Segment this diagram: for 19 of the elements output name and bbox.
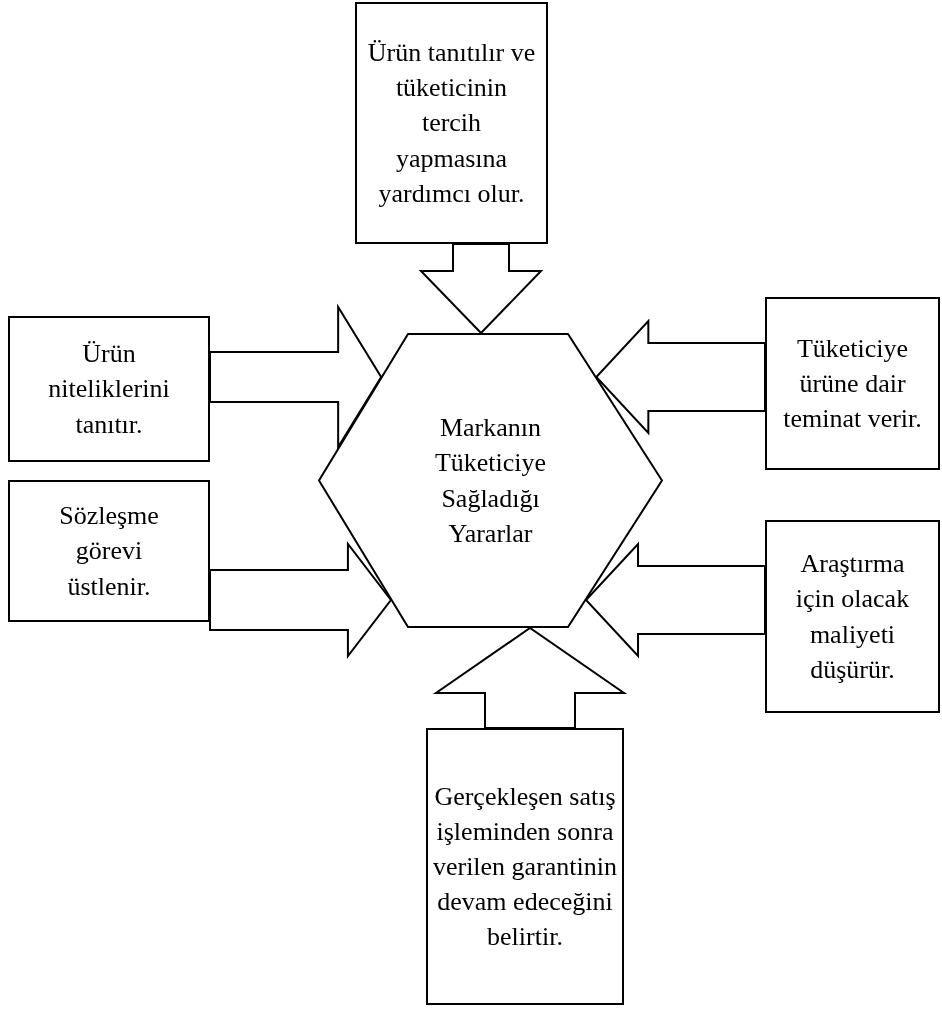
callout-box — [8, 316, 210, 462]
box-text: Sözleşme görevi üstlenir. — [58, 500, 160, 603]
box-text: Ürün tanıtılır ve tüketicinin tercih yapmasına yardımcı olur. — [366, 37, 537, 210]
callout-box — [8, 480, 210, 622]
callout-box — [765, 297, 940, 470]
box-text: Tüketiciye ürüne dair teminat verir. — [783, 332, 922, 436]
callout-box — [355, 2, 548, 244]
block-arrow — [432, 626, 628, 729]
callout-box — [765, 520, 940, 713]
block-arrow — [584, 541, 766, 659]
box-text: Markanın Tüketiciye Sağladığı Yararlar — [433, 412, 548, 550]
box-text: Ürün niteliklerini tanıtır. — [47, 338, 171, 441]
block-arrow — [594, 318, 766, 436]
box-text: Gerçekleşen satış işleminden sonra verilen garantinin devam edeceğini belirtir. — [431, 780, 619, 954]
block-arrow — [418, 243, 544, 335]
block-arrow — [209, 303, 383, 451]
box-text: Araştırma için olacak maliyeti düşürür. — [794, 548, 911, 686]
block-arrow — [209, 541, 393, 659]
callout-box — [426, 728, 624, 1005]
